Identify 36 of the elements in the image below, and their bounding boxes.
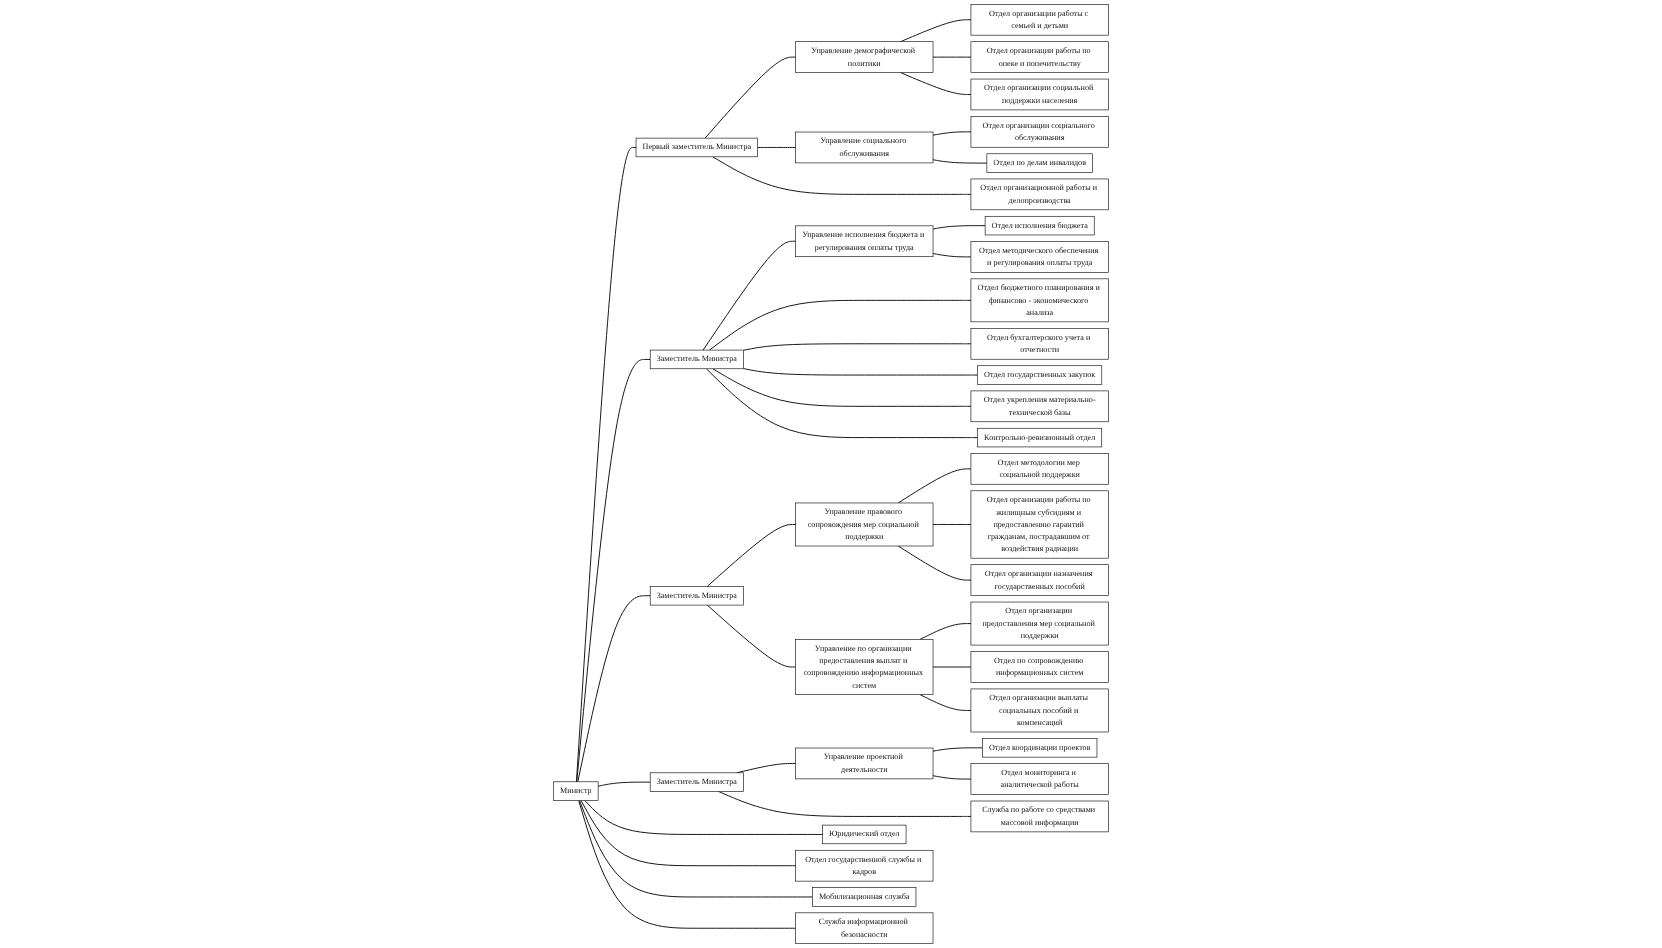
connector [932, 666, 972, 668]
connector [577, 595, 651, 783]
connector [932, 253, 972, 258]
connector [712, 156, 972, 195]
connector [757, 147, 796, 148]
connector [580, 800, 796, 867]
connector [932, 131, 972, 136]
connector [597, 781, 651, 787]
connector [712, 368, 972, 407]
connector [704, 56, 796, 139]
connector [579, 800, 814, 898]
connector [932, 747, 983, 752]
connector [736, 762, 796, 774]
connector [575, 147, 637, 783]
connector [897, 545, 972, 581]
connector [706, 524, 796, 587]
connector [708, 299, 972, 351]
connector [932, 159, 988, 164]
connector [705, 368, 979, 439]
connector [576, 358, 651, 783]
connector [919, 623, 972, 640]
connector [919, 694, 972, 711]
connector [932, 524, 972, 525]
connector [702, 240, 796, 351]
connector [706, 604, 796, 668]
connector [718, 791, 972, 817]
connector [932, 775, 972, 780]
connector [742, 343, 972, 351]
connector [932, 225, 986, 230]
connector [932, 56, 972, 58]
connector [900, 19, 972, 43]
connector [900, 72, 972, 95]
connector [584, 800, 823, 835]
connector [578, 800, 796, 929]
connector [897, 468, 972, 504]
connector [742, 368, 979, 376]
